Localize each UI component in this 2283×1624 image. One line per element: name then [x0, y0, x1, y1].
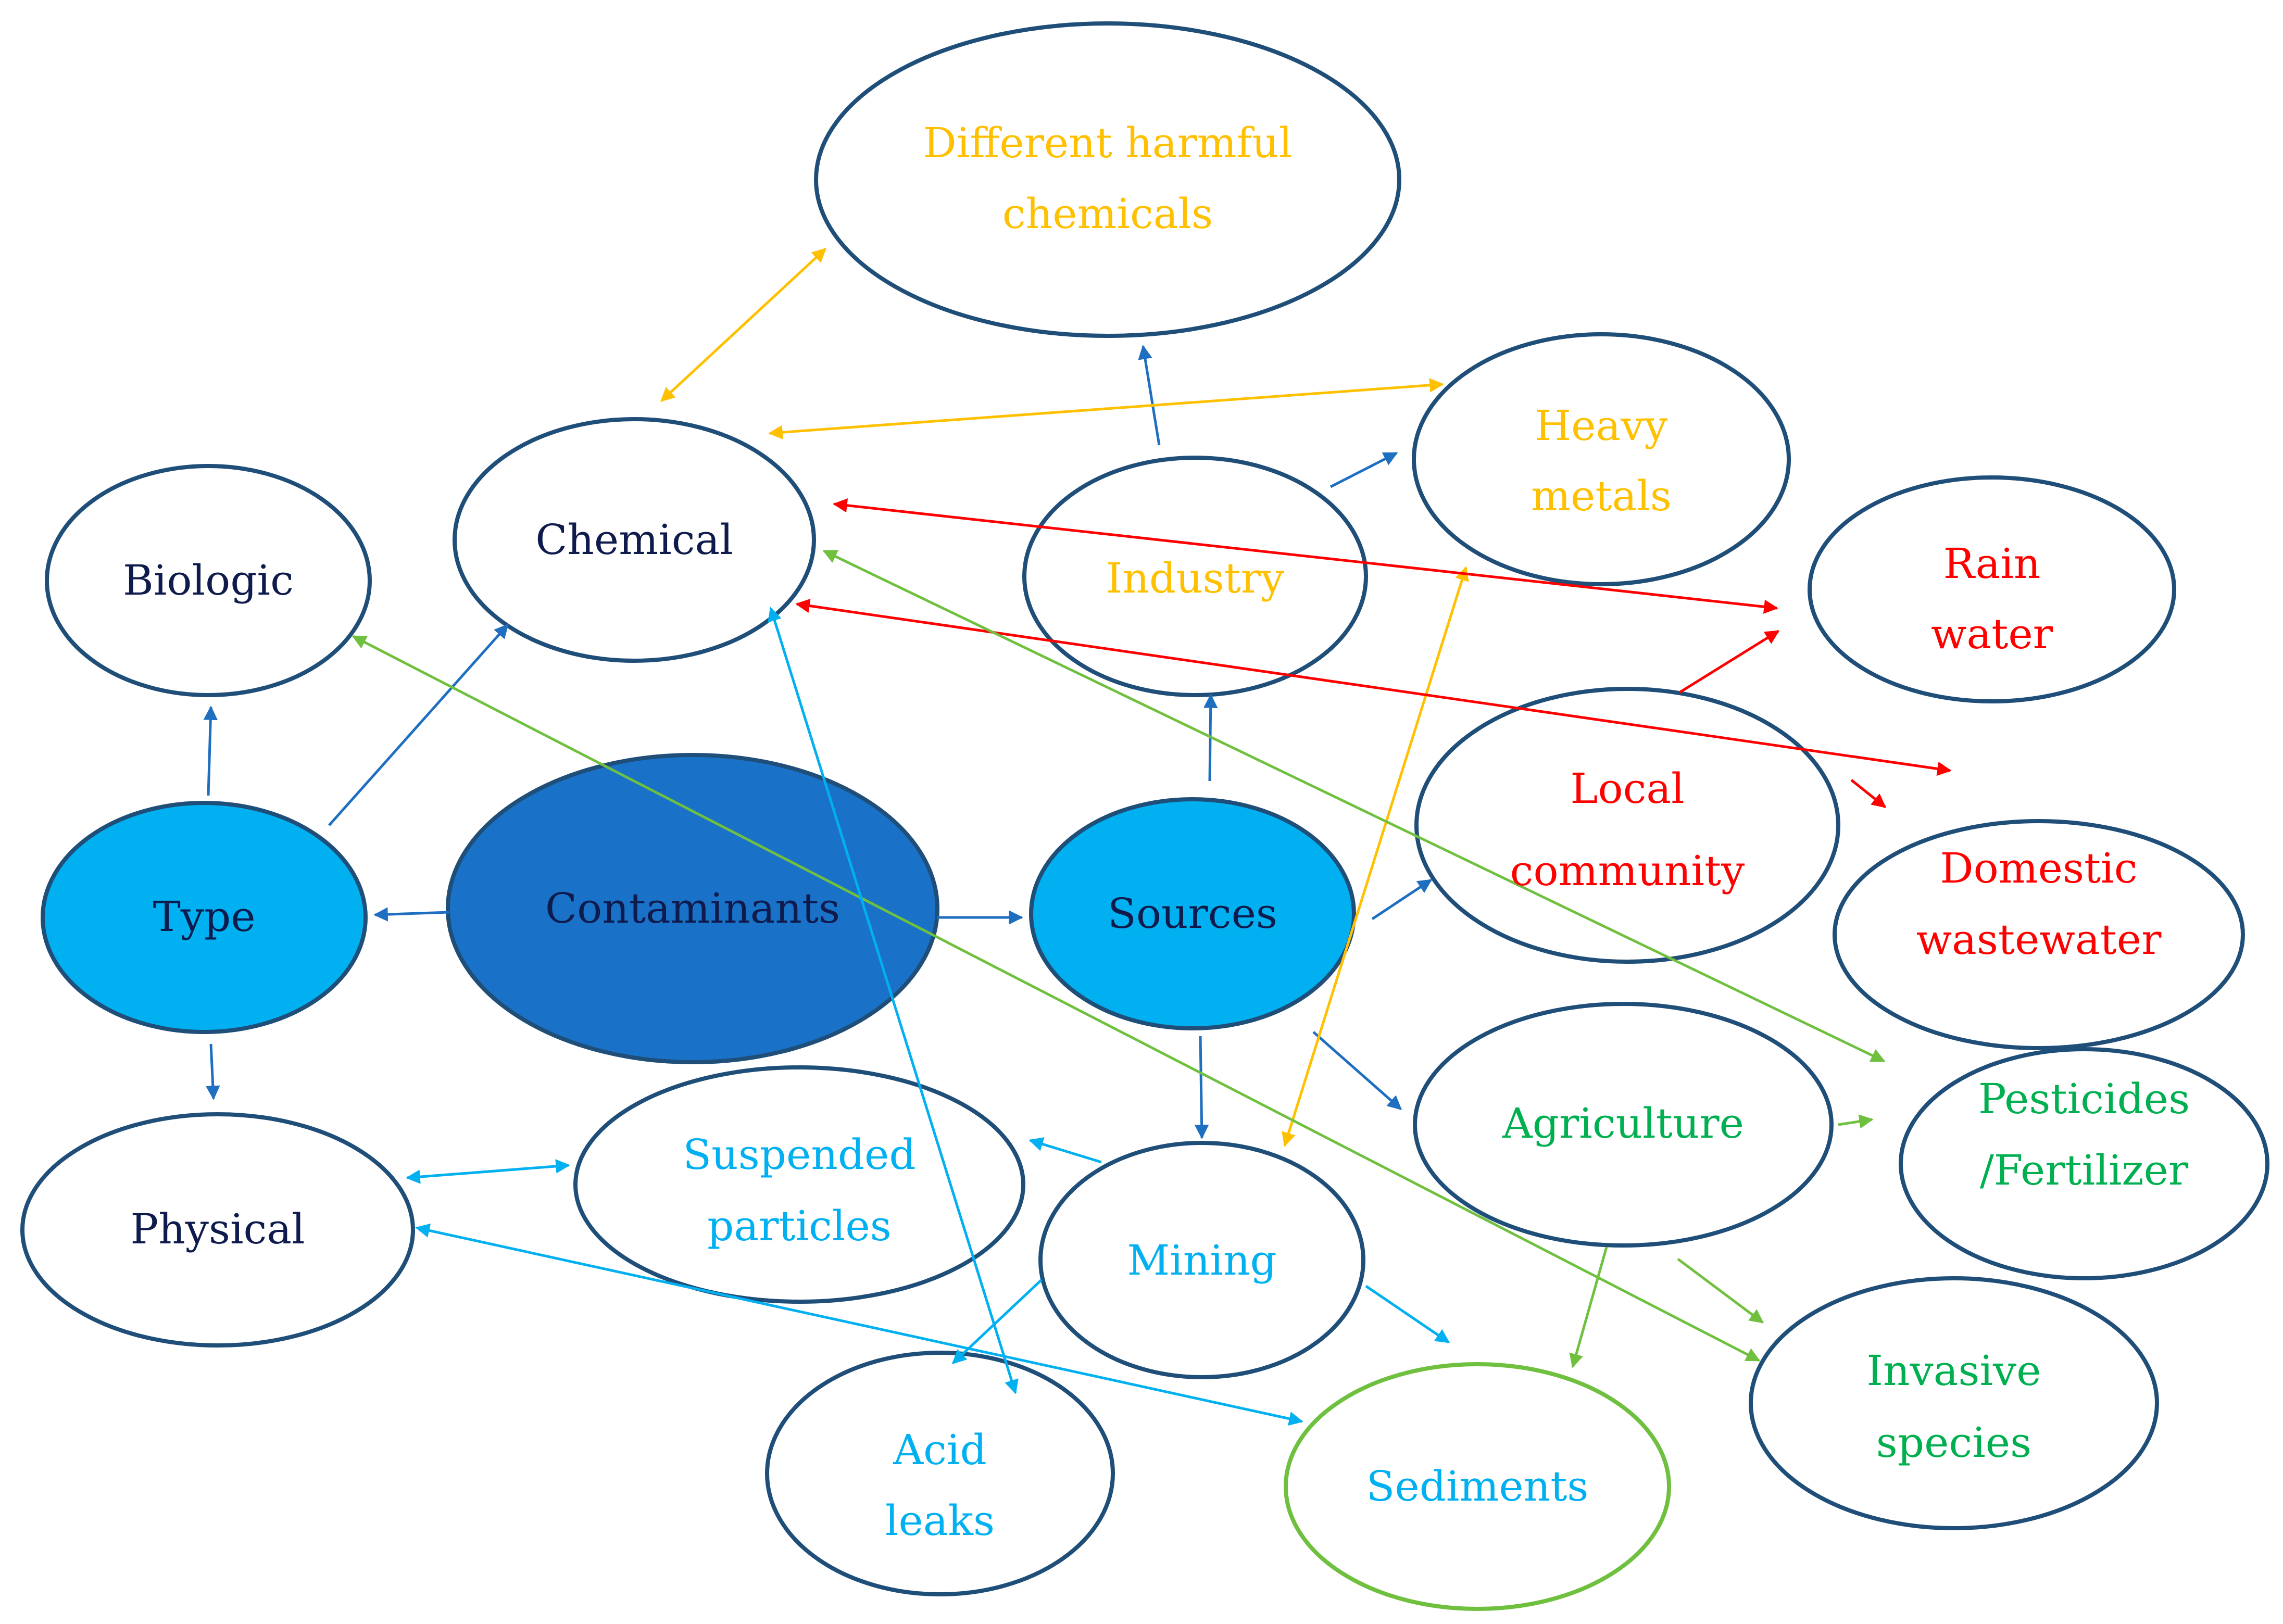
arrow-type-to-physical — [206, 1043, 220, 1100]
acid-leaks-label-line1: Acid — [893, 1426, 986, 1474]
agriculture-label: Agriculture — [1502, 1099, 1744, 1148]
chemical-label: Chemical — [535, 515, 733, 564]
arrow-chemical-harmful-chemicals — [660, 248, 827, 402]
harmful-chemicals-node[interactable] — [814, 21, 1401, 338]
heavy-metals-node[interactable] — [1412, 332, 1791, 586]
heavy-metals-label-line1: Heavy — [1535, 401, 1667, 450]
contaminants-label: Contaminants — [545, 884, 840, 933]
arrow-type-to-biologic — [203, 706, 218, 796]
arrow-agriculture-to-pesticides — [1838, 1114, 1874, 1129]
arrow-local-community-to-domestic-wastewater — [1850, 779, 1887, 808]
arrow-chemical-acid-leaks — [768, 607, 1019, 1394]
industry-label: Industry — [1106, 554, 1285, 602]
arrow-mining-to-acid-leaks — [951, 1279, 1043, 1364]
sources-label: Sources — [1108, 889, 1277, 938]
arrow-industry-to-harmful-chemicals — [1138, 345, 1161, 446]
suspended-particles-label-line2: particles — [707, 1202, 892, 1250]
arrow-agriculture-to-invasive-species — [1677, 1257, 1764, 1324]
arrow-mining-to-suspended-particles — [1028, 1137, 1102, 1164]
mining-label: Mining — [1127, 1236, 1276, 1285]
acid-leaks-label-line2: leaks — [885, 1496, 995, 1545]
arrow-sources-to-mining — [1194, 1036, 1209, 1139]
type-label: Type — [153, 892, 255, 941]
rain-water-node[interactable] — [1808, 475, 2176, 703]
biologic-label: Biologic — [123, 556, 294, 605]
suspended-particles-node[interactable] — [573, 1065, 1025, 1304]
arrow-chemical-domestic-wastewater — [795, 598, 1952, 776]
arrow-type-to-chemical — [328, 623, 509, 826]
arrow-industry-to-heavy-metals — [1329, 451, 1398, 488]
invasive-species-label-line1: Invasive — [1866, 1346, 2041, 1395]
harmful-chemicals-label-line1: Different harmful — [923, 119, 1293, 167]
arrow-agriculture-to-sediments — [1569, 1247, 1608, 1368]
harmful-chemicals-label-line2: chemicals — [1002, 190, 1213, 238]
sediments-node[interactable] — [1284, 1362, 1671, 1611]
domestic-wastewater-label-line2: wastewater — [1916, 915, 2162, 964]
biologic-node[interactable] — [45, 464, 372, 697]
arrow-sources-to-agriculture — [1312, 1031, 1402, 1110]
sediments-label: Sediments — [1366, 1462, 1589, 1510]
heavy-metals-label-line2: metals — [1531, 472, 1672, 520]
suspended-particles-label-line1: Suspended — [683, 1130, 915, 1179]
connectors — [203, 248, 1952, 1426]
arrow-physical-suspended-particles — [406, 1159, 570, 1184]
labels: Contaminants Type Sources Biologic Chemi… — [123, 119, 2190, 1545]
arrow-chemical-heavy-metals — [768, 378, 1444, 439]
pesticides-label-line2: /Fertilizer — [1980, 1146, 2189, 1194]
pesticides-label-line1: Pesticides — [1978, 1075, 2190, 1123]
local-community-label-line2: community — [1510, 847, 1745, 895]
domestic-wastewater-label-line1: Domestic — [1940, 844, 2137, 892]
local-community-label-line1: Local — [1570, 764, 1684, 813]
rain-water-label-line2: water — [1931, 610, 2053, 658]
invasive-species-label-line2: species — [1876, 1418, 2031, 1467]
invasive-species-node[interactable] — [1749, 1276, 2159, 1530]
rain-water-label-line1: Rain — [1943, 539, 2041, 588]
local-community-node[interactable] — [1414, 687, 1840, 964]
arrow-biologic-invasive-species — [352, 635, 1761, 1362]
pesticides-node[interactable] — [1899, 1047, 2269, 1280]
arrow-mining-to-sediments — [1365, 1285, 1450, 1344]
physical-label: Physical — [130, 1205, 305, 1253]
arrow-sources-to-local-community — [1371, 878, 1433, 921]
arrow-local-community-to-rain-water — [1678, 630, 1780, 694]
arrow-contaminants-to-type — [373, 907, 449, 922]
